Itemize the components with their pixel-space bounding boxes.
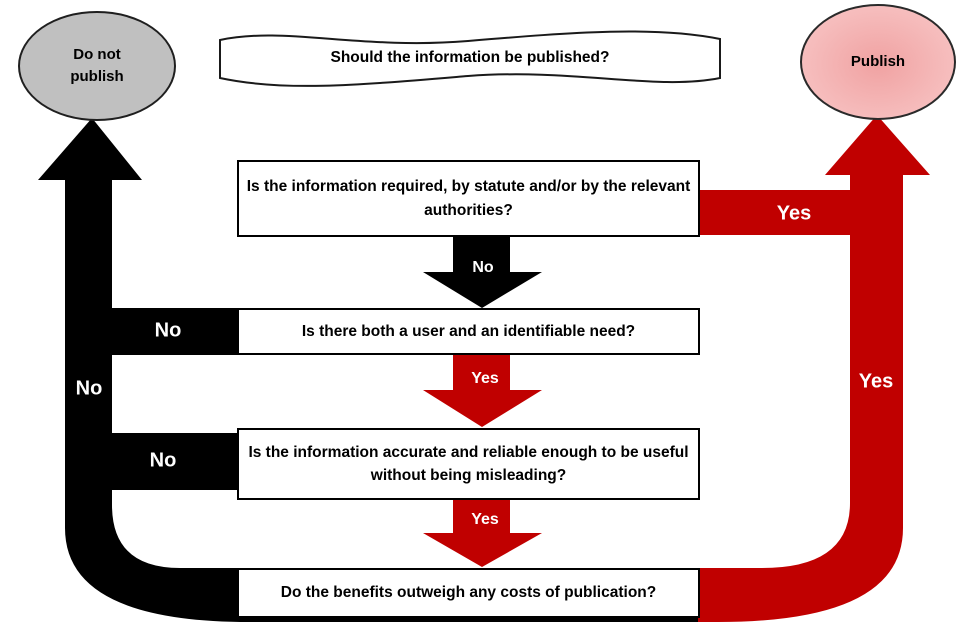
edge-label-q4-yes: Yes [858,370,894,393]
question-text: Is the information required, by statute … [246,178,691,219]
q3-yes-down-arrow [423,500,542,567]
question-box-user-identifiable-need: Is there both a user and an identifiable… [237,308,700,355]
question-box-required-by-statute: Is the information required, by statute … [237,160,700,237]
terminal-do-not-publish-label: Do not publish [70,46,124,85]
title-banner: Should the information be published? [220,28,720,88]
edge-label-q3-no: No [149,449,177,472]
q2-no-connector [90,308,238,355]
edge-label-q1-no: No [472,259,494,276]
yes-route-arrow [698,115,930,622]
terminal-publish: Publish [800,4,956,120]
title-banner-shape [219,30,721,87]
edge-label-q1-yes: Yes [776,202,812,225]
q1-no-down-arrow [423,237,542,308]
question-box-benefits-outweigh-costs: Do the benefits outweigh any costs of pu… [237,568,700,618]
question-text: Is there both a user and an identifiable… [301,322,636,340]
edge-label-q2-yes: Yes [471,370,499,387]
question-text: Is the information accurate and reliable… [248,443,689,484]
edge-label-q3-yes: Yes [471,511,499,528]
page-title: Should the information be published? [330,49,610,66]
terminal-do-not-publish: Do not publish [18,11,176,121]
q2-yes-down-arrow [423,355,542,427]
question-box-accurate-reliable: Is the information accurate and reliable… [237,428,700,500]
question-text: Do the benefits outweigh any costs of pu… [280,584,657,602]
edge-label-q2-no: No [154,319,182,342]
q3-no-connector [90,433,238,490]
edge-label-q4-no: No [75,377,103,400]
terminal-publish-label: Publish [850,53,906,71]
